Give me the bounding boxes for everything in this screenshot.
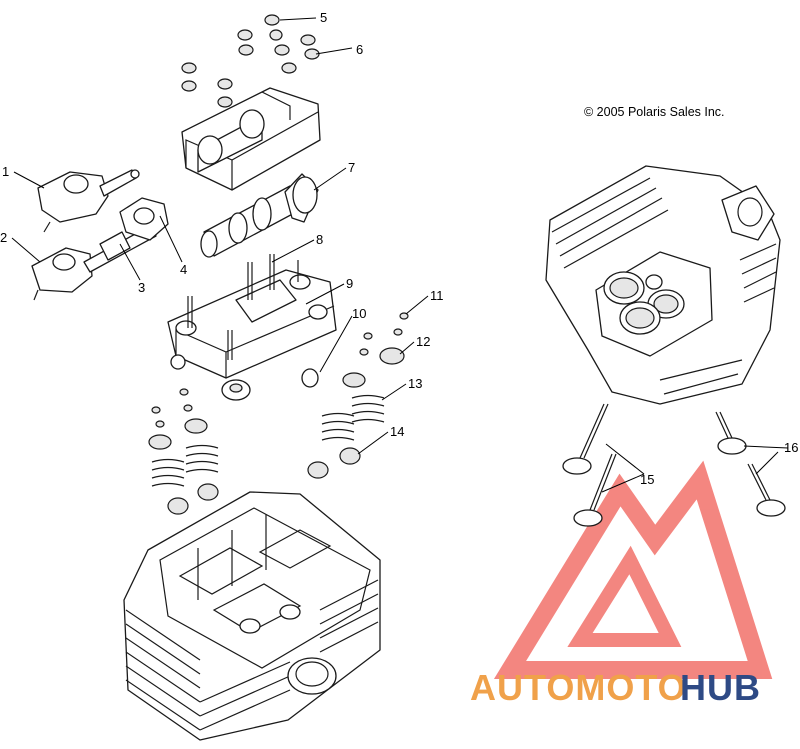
valves — [562, 403, 786, 527]
callout-15: 15 — [640, 472, 654, 487]
leader-lines — [11, 17, 789, 493]
callout-8: 8 — [316, 232, 323, 247]
copyright-text: © 2005 Polaris Sales Inc. — [584, 105, 725, 119]
rocker-arms — [31, 169, 169, 301]
callout-3: 3 — [138, 280, 145, 295]
callout-13: 13 — [408, 376, 422, 391]
camshaft — [200, 173, 319, 258]
callout-10: 10 — [352, 306, 366, 321]
callout-14: 14 — [390, 424, 404, 439]
callout-4: 4 — [180, 262, 187, 277]
callout-16: 16 — [784, 440, 798, 455]
watermark-text-part1: AUTOMOTO — [470, 667, 687, 708]
callout-12: 12 — [416, 334, 430, 349]
rocker-support — [181, 87, 321, 191]
callout-2: 2 — [0, 230, 7, 245]
cylinder-head-right — [545, 165, 781, 405]
callout-9: 9 — [346, 276, 353, 291]
callout-1: 1 — [2, 164, 9, 179]
callout-labels: 1 2 3 4 5 6 7 8 9 10 11 12 13 14 15 16 — [0, 10, 798, 487]
watermark-triangle-inner — [567, 545, 682, 647]
callout-5: 5 — [320, 10, 327, 25]
callout-6: 6 — [356, 42, 363, 57]
cylinder-head-left — [123, 491, 381, 741]
watermark-text-part2: HUB — [680, 667, 761, 708]
callout-11: 11 — [430, 288, 444, 303]
cam-carrier — [167, 254, 337, 401]
nuts-and-washers — [181, 14, 320, 108]
watermark-text: AUTOMOTO HUB — [470, 667, 761, 708]
valve-springs-and-retainers — [148, 312, 409, 515]
callout-7: 7 — [348, 160, 355, 175]
watermark-logo — [493, 460, 773, 679]
